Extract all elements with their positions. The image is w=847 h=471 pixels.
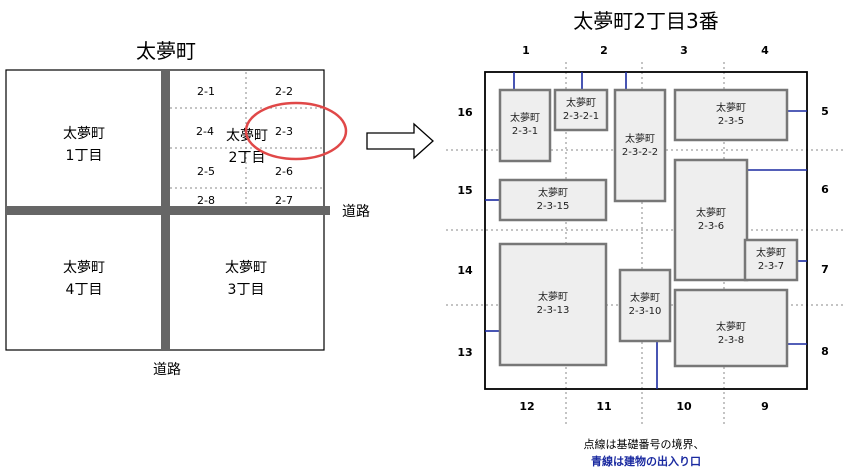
building-name: 太夢町 (716, 101, 746, 114)
building-id: 2-3-6 (698, 221, 724, 232)
building-2-3-7 (743, 238, 799, 282)
boundary-number: 14 (457, 264, 473, 277)
parcel-label: 2-3 (275, 125, 293, 138)
right-title: 太夢町2丁目3番 (573, 9, 718, 33)
building-2-3-8 (673, 288, 789, 368)
legend-note-dotted: 点線は基礎番号の境界、 (584, 437, 705, 451)
boundary-number: 1 (522, 44, 530, 57)
legend-note-blue: 青線は建物の出入り口 (591, 454, 701, 468)
boundary-number: 6 (821, 183, 829, 196)
building-2-3-1 (498, 88, 552, 163)
parcel-label: 2-1 (197, 85, 215, 98)
boundary-number: 12 (519, 400, 534, 413)
building-id: 2-3-7 (758, 261, 784, 272)
building-id: 2-3-13 (537, 305, 570, 316)
block1-chome: 1丁目 (66, 148, 103, 164)
boundary-number: 8 (821, 345, 829, 358)
arrow-icon (366, 122, 434, 160)
block3-name: 太夢町 (225, 260, 267, 276)
boundary-number: 15 (457, 184, 472, 197)
building-id: 2-3-10 (629, 306, 662, 317)
building-name: 太夢町 (566, 96, 596, 109)
road-label-bottom: 道路 (153, 362, 181, 378)
right-map: 太夢町2丁目3番 (446, 9, 846, 425)
building-2-3-2-1 (553, 88, 609, 132)
boundary-number: 7 (821, 263, 829, 276)
building-id: 2-3-2-1 (563, 111, 599, 122)
boundary-number: 10 (676, 400, 692, 413)
boundary-number: 3 (680, 44, 688, 57)
block4-name: 太夢町 (63, 260, 105, 276)
building-2-3-2-2 (613, 88, 667, 203)
building-2-3-6 (673, 158, 749, 282)
building-name: 太夢町 (538, 290, 568, 303)
block4-chome: 4丁目 (66, 282, 103, 298)
parcel-label: 2-4 (196, 125, 214, 138)
road-horizontal (6, 206, 324, 215)
building-id: 2-3-15 (537, 201, 570, 212)
left-map: 太夢町 太夢町 1丁目 太夢町 2丁目 太夢町 4丁目 太夢町 3丁目 2-1 … (5, 39, 370, 378)
road-horizontal-extension (324, 206, 330, 215)
parcel-label: 2-5 (197, 165, 215, 178)
building-id: 2-3-8 (718, 335, 744, 346)
building-name: 太夢町 (696, 206, 726, 219)
building-name: 太夢町 (756, 246, 786, 259)
boundary-number: 11 (596, 400, 611, 413)
boundary-number: 2 (600, 44, 608, 57)
building-id: 2-3-2-2 (622, 147, 658, 158)
building-id: 2-3-5 (718, 116, 744, 127)
building-2-3-13 (498, 242, 608, 367)
parcel-label: 2-6 (275, 165, 293, 178)
building-name: 太夢町 (625, 132, 655, 145)
building-2-3-15 (498, 178, 608, 222)
building-2-3-10 (618, 268, 672, 343)
block2-parcel-grid (170, 72, 322, 206)
boundary-number: 5 (821, 105, 829, 118)
building-name: 太夢町 (510, 111, 540, 124)
boundary-number: 9 (761, 400, 769, 413)
parcel-label: 2-2 (275, 85, 293, 98)
boundary-number: 16 (457, 106, 473, 119)
road-label-right: 道路 (342, 204, 370, 220)
building-name: 太夢町 (630, 291, 660, 304)
block3-chome: 3丁目 (228, 282, 265, 298)
left-title: 太夢町 (136, 39, 196, 63)
boundary-number: 4 (761, 44, 769, 57)
building-2-3-5 (673, 88, 789, 142)
building-name: 太夢町 (716, 320, 746, 333)
block-outline (484, 71, 808, 390)
entrance-lines (485, 72, 807, 389)
highlight-circle (244, 101, 348, 161)
parcel-label: 2-7 (275, 194, 293, 207)
block1-name: 太夢町 (63, 126, 105, 142)
building-id: 2-3-1 (512, 126, 538, 137)
boundary-number: 13 (457, 346, 472, 359)
parcel-label: 2-8 (197, 194, 215, 207)
building-name: 太夢町 (538, 186, 568, 199)
block2-chome: 2丁目 (229, 150, 266, 166)
